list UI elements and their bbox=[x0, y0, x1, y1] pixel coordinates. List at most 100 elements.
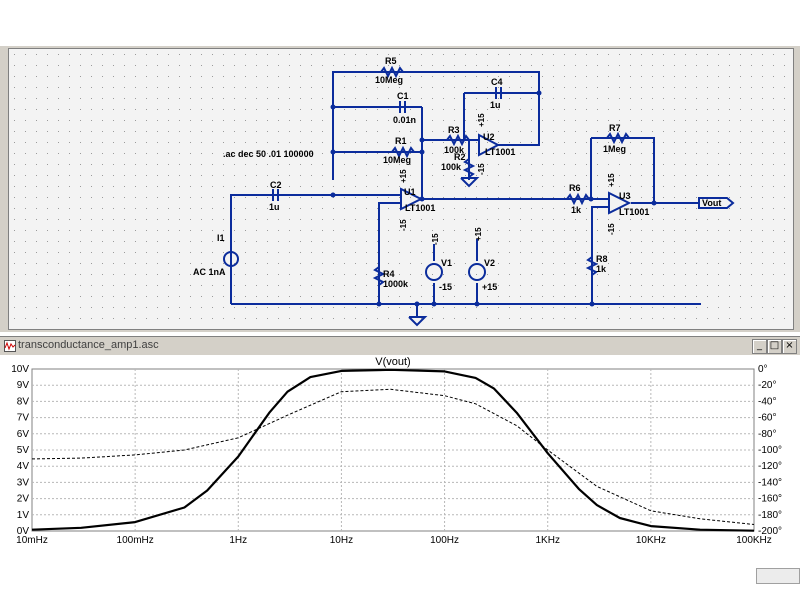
plot-window: transconductance_amp1.asc _ □ × 10V 9V 8V 7… bbox=[0, 336, 800, 563]
x-tick-label: 10Hz bbox=[330, 535, 353, 546]
restore-button[interactable]: □ bbox=[767, 339, 782, 354]
status-strip bbox=[0, 562, 800, 600]
x-tick-label: 10mHz bbox=[16, 535, 48, 546]
magnitude-trace bbox=[31, 368, 755, 532]
y-right-tick-label: -200° bbox=[758, 526, 782, 537]
v2-net-label: +15 bbox=[474, 227, 483, 241]
i1-ref: I1 bbox=[217, 233, 225, 243]
y-right-tick-label: -140° bbox=[758, 477, 782, 488]
c4-ref: C4 bbox=[491, 77, 503, 87]
y-left-tick-label: 7V bbox=[17, 413, 30, 424]
c1-ref: C1 bbox=[397, 91, 409, 101]
grid-lines bbox=[32, 369, 754, 531]
u2-pos-supply: +15 bbox=[477, 113, 486, 127]
phase-trace bbox=[31, 388, 755, 525]
close-button[interactable]: × bbox=[782, 339, 797, 354]
y-right-tick-label: -80° bbox=[758, 429, 776, 440]
r3-ref: R3 bbox=[448, 125, 460, 135]
minimize-button[interactable]: _ bbox=[752, 339, 767, 354]
y-left-tick-label: 0V bbox=[17, 526, 30, 537]
u3-neg-supply: -15 bbox=[607, 223, 616, 235]
r4-value: 1000k bbox=[383, 279, 409, 289]
r5-value: 10Meg bbox=[375, 75, 403, 85]
y-left-tick-label: 10V bbox=[11, 364, 29, 375]
r4-ref: R4 bbox=[383, 269, 395, 279]
v2-value: +15 bbox=[482, 282, 497, 292]
y-right-tick-label: -60° bbox=[758, 413, 776, 424]
y-left-tick-label: 6V bbox=[17, 429, 30, 440]
r6-value: 1k bbox=[571, 205, 582, 215]
plot-titlebar[interactable]: transconductance_amp1.asc _ □ × bbox=[0, 337, 800, 355]
x-tick-label: 10KHz bbox=[636, 535, 666, 546]
r8-value: 1k bbox=[596, 264, 607, 274]
u2-ref: U2 bbox=[483, 132, 495, 142]
y-left-tick-label: 2V bbox=[17, 494, 30, 505]
u1-neg-supply: -15 bbox=[399, 219, 408, 231]
u1-ref: U1 bbox=[404, 187, 416, 197]
bode-plot: 10V 9V 8V 7V 6V 5V 4V 3V 2V 1V 0V 0° -20° -40° -60° -8… bbox=[11, 356, 782, 546]
schematic-pane: .ac dec 50 .01 100000 R5 10Meg C1 0.01n … bbox=[0, 46, 800, 332]
u1-pos-supply: +15 bbox=[399, 169, 408, 183]
c1-value: 0.01n bbox=[393, 115, 416, 125]
r6-ref: R6 bbox=[569, 183, 581, 193]
r7-ref: R7 bbox=[609, 123, 621, 133]
y-axis-left-ticks: 10V 9V 8V 7V 6V 5V 4V 3V 2V 1V 0V bbox=[11, 364, 29, 537]
u1-value: LT1001 bbox=[405, 203, 435, 213]
u3-value: LT1001 bbox=[619, 207, 649, 217]
x-tick-label: 100mHz bbox=[117, 535, 154, 546]
y-left-tick-label: 4V bbox=[17, 461, 30, 472]
u3-ref: U3 bbox=[619, 191, 631, 201]
i1-value: AC 1nA bbox=[193, 267, 226, 277]
y-left-tick-label: 1V bbox=[17, 510, 30, 521]
y-left-tick-label: 5V bbox=[17, 445, 30, 456]
y-left-tick-label: 3V bbox=[17, 477, 30, 488]
schematic-canvas[interactable]: .ac dec 50 .01 100000 R5 10Meg C1 0.01n … bbox=[8, 48, 794, 330]
waveform-icon bbox=[4, 340, 16, 352]
u2-neg-supply: -15 bbox=[477, 163, 486, 175]
resistor-bodies bbox=[372, 65, 630, 286]
r1-ref: R1 bbox=[395, 136, 407, 146]
status-pane bbox=[756, 568, 800, 584]
r2-ref: R2 bbox=[454, 152, 466, 162]
u2-value: LT1001 bbox=[485, 147, 515, 157]
junction-dots bbox=[330, 90, 657, 307]
schematic-svg: .ac dec 50 .01 100000 R5 10Meg C1 0.01n … bbox=[9, 49, 793, 329]
vout-net-label[interactable]: Vout bbox=[702, 198, 721, 208]
y-right-tick-label: -180° bbox=[758, 510, 782, 521]
x-tick-label: 1Hz bbox=[229, 535, 247, 546]
y-right-tick-label: -120° bbox=[758, 461, 782, 472]
y-left-tick-label: 8V bbox=[17, 396, 30, 407]
v1-net-label: -15 bbox=[431, 233, 440, 245]
spice-directive[interactable]: .ac dec 50 .01 100000 bbox=[223, 149, 314, 159]
c2-ref: C2 bbox=[270, 180, 282, 190]
plot-area[interactable]: 10V 9V 8V 7V 6V 5V 4V 3V 2V 1V 0V 0° -20° -40° -60° -8… bbox=[0, 355, 800, 563]
x-axis-ticks: 10mHz 100mHz 1Hz 10Hz 100Hz 1KHz 10KHz 100KHz bbox=[16, 535, 772, 546]
r7-value: 1Meg bbox=[603, 144, 626, 154]
v1-value: -15 bbox=[439, 282, 452, 292]
y-right-tick-label: -20° bbox=[758, 380, 776, 391]
y-right-tick-label: -40° bbox=[758, 396, 776, 407]
y-right-tick-label: -100° bbox=[758, 445, 782, 456]
u3-pos-supply: +15 bbox=[607, 173, 616, 187]
plot-series bbox=[31, 368, 755, 532]
x-tick-label: 1KHz bbox=[535, 535, 559, 546]
r2-value: 100k bbox=[441, 162, 462, 172]
r1-value: 10Meg bbox=[383, 155, 411, 165]
r8-ref: R8 bbox=[596, 254, 608, 264]
y-left-tick-label: 9V bbox=[17, 380, 30, 391]
y-axis-right-ticks: 0° -20° -40° -60° -80° -100° -120° -140° -160° -1… bbox=[758, 364, 782, 537]
y-right-tick-label: -160° bbox=[758, 494, 782, 505]
r5-ref: R5 bbox=[385, 56, 397, 66]
x-tick-label: 100KHz bbox=[736, 535, 772, 546]
c4-value: 1u bbox=[490, 100, 501, 110]
v2-ref: V2 bbox=[484, 258, 495, 268]
x-tick-label: 100Hz bbox=[430, 535, 459, 546]
schematic-wires bbox=[223, 71, 735, 327]
trace-title[interactable]: V(vout) bbox=[375, 356, 410, 368]
v1-ref: V1 bbox=[441, 258, 452, 268]
capacitor-bodies bbox=[272, 87, 502, 201]
plot-window-title: transconductance_amp1.asc bbox=[18, 339, 159, 351]
r3-value: 100k bbox=[444, 145, 465, 155]
y-right-tick-label: 0° bbox=[758, 364, 768, 375]
c2-value: 1u bbox=[269, 202, 280, 212]
